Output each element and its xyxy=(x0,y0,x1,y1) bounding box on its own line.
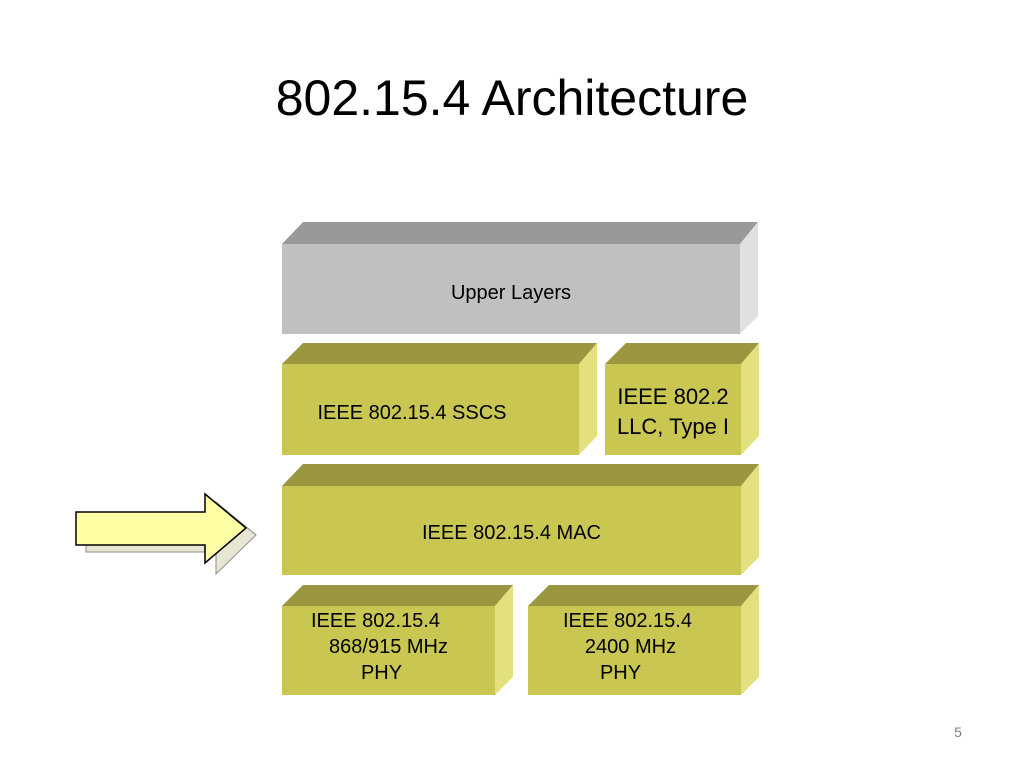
upper-layers-block xyxy=(282,222,758,334)
llc-block xyxy=(605,343,759,455)
llc-label-line2: LLC, Type I xyxy=(616,414,730,439)
phy-868-label-line2: 868/915 MHz xyxy=(329,636,448,658)
phy-868-label-line3: PHY xyxy=(360,662,403,684)
phy-868-block xyxy=(282,585,513,695)
llc-label: IEEE 802.2 LLC, Type I xyxy=(605,382,741,442)
sscs-label: IEEE 802.15.4 SSCS xyxy=(317,402,507,424)
page-number: 5 xyxy=(954,724,962,740)
phy-868-label: IEEE 802.15.4 868/915 MHz PHY xyxy=(282,608,495,686)
pointer-arrow-icon xyxy=(75,492,257,576)
sscs-block xyxy=(282,343,597,455)
llc-label-line1: IEEE 802.2 xyxy=(617,384,729,409)
phy-2400-label-line3: PHY xyxy=(599,662,642,684)
slide-title: 802.15.4 Architecture xyxy=(275,70,749,126)
phy-2400-label-line1: IEEE 802.15.4 xyxy=(563,610,692,632)
upper-layers-label: Upper Layers xyxy=(450,282,572,304)
mac-block xyxy=(282,464,759,575)
phy-2400-label: IEEE 802.15.4 2400 MHz PHY xyxy=(528,608,741,686)
phy-2400-label-line2: 2400 MHz xyxy=(584,636,677,658)
phy-2400-block xyxy=(528,585,759,695)
phy-868-label-line1: IEEE 802.15.4 xyxy=(311,610,440,632)
mac-label: IEEE 802.15.4 MAC xyxy=(422,522,601,544)
